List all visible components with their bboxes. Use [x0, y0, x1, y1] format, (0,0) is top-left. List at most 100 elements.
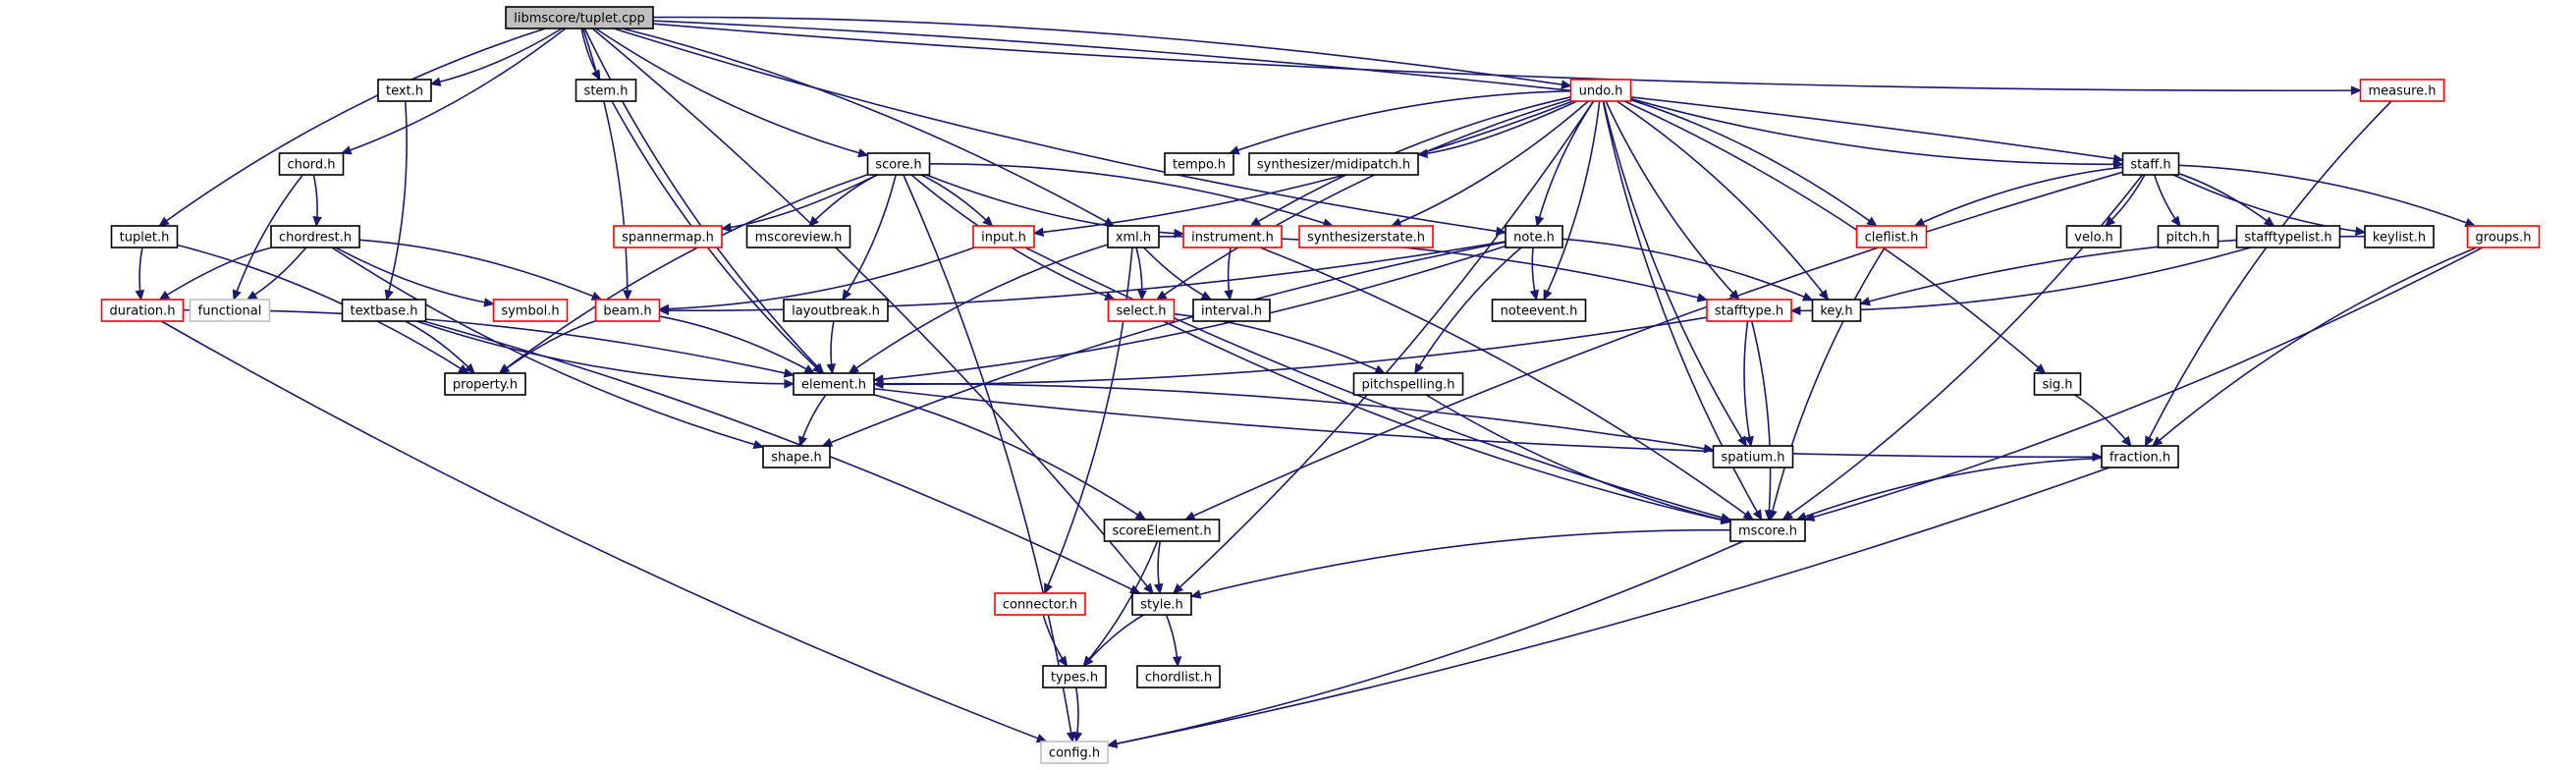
edge-instrument-h-to-mscore-h — [1259, 247, 1754, 521]
node-midipatch-h[interactable]: synthesizer/midipatch.h — [1248, 152, 1419, 176]
node-sig-h[interactable]: sig.h — [2033, 372, 2082, 396]
node-text-h[interactable]: text.h — [377, 79, 432, 102]
node-label: synthesizer/midipatch.h — [1257, 158, 1410, 173]
node-label: spatium.h — [1722, 451, 1785, 466]
node-box — [189, 299, 271, 322]
node-box — [2033, 372, 2082, 396]
edge-arrowhead — [1183, 511, 1196, 521]
node-mscoreview-h[interactable]: mscoreview.h — [745, 225, 851, 248]
node-box — [1706, 299, 1792, 322]
node-input-h[interactable]: input.h — [972, 225, 1035, 248]
node-chordrest-h[interactable]: chordrest.h — [270, 225, 360, 248]
edge-arrowhead — [1543, 289, 1553, 302]
node-style-h[interactable]: style.h — [1131, 592, 1192, 616]
node-box — [745, 225, 851, 248]
node-velo-h[interactable]: velo.h — [2065, 225, 2122, 248]
node-interval-h[interactable]: interval.h — [1192, 299, 1271, 322]
node-chordlist-h[interactable]: chordlist.h — [1136, 665, 1221, 688]
node-stem-h[interactable]: stem.h — [575, 79, 637, 102]
node-box — [1131, 592, 1192, 616]
edge-arrowhead — [1414, 362, 1424, 375]
node-box — [575, 79, 637, 102]
edge-undo-h-to-style-h — [1173, 100, 1595, 594]
node-spatium-h[interactable]: spatium.h — [1712, 445, 1794, 468]
node-box — [972, 225, 1035, 248]
edge-undo-h-to-noteevent-h — [1543, 100, 1601, 301]
node-fraction-h[interactable]: fraction.h — [2101, 445, 2179, 468]
node-box — [1712, 445, 1794, 468]
node-scoreelement-h[interactable]: scoreElement.h — [1103, 519, 1221, 542]
node-label: style.h — [1140, 598, 1183, 613]
node-key-h[interactable]: key.h — [1811, 299, 1862, 322]
node-pitchspelling-h[interactable]: pitchspelling.h — [1352, 372, 1464, 396]
edge-arrowhead — [658, 305, 670, 315]
node-groups-h[interactable]: groups.h — [2466, 225, 2541, 248]
edge-arrowhead — [232, 289, 242, 302]
node-connector-h[interactable]: connector.h — [994, 592, 1086, 616]
node-staff-h[interactable]: staff.h — [2121, 152, 2180, 176]
node-config-h[interactable]: config.h — [1040, 741, 1109, 764]
node-tempo-h[interactable]: tempo.h — [1164, 152, 1234, 176]
node-element-h[interactable]: element.h — [793, 372, 875, 396]
edge-scoreelement-h-to-types-h — [1082, 540, 1159, 667]
edge-arrowhead — [1818, 289, 1830, 301]
node-box — [994, 592, 1086, 616]
node-select-h[interactable]: select.h — [1107, 299, 1176, 322]
node-pitch-h[interactable]: pitch.h — [2157, 225, 2220, 248]
node-layoutbreak-h[interactable]: layoutbreak.h — [783, 299, 889, 322]
edge-arrowhead — [1803, 512, 1816, 522]
node-duration-h[interactable]: duration.h — [100, 299, 185, 322]
node-shape-h[interactable]: shape.h — [762, 445, 831, 468]
node-spannermap-h[interactable]: spannermap.h — [613, 225, 723, 248]
edge-input-h-to-beam-h — [659, 247, 975, 310]
edge-element-h-to-fraction-h — [873, 387, 2103, 459]
edge-style-h-to-types-h — [1083, 614, 1144, 667]
node-box — [2101, 445, 2179, 468]
edge-sig-h-to-fraction-h — [2073, 394, 2132, 447]
edge-arrowhead — [826, 362, 837, 375]
edge-mscore-h-to-config-h — [1107, 540, 1744, 746]
node-measure-h[interactable]: measure.h — [2359, 79, 2445, 102]
edge-staff-h-to-groups-h — [2178, 164, 2476, 227]
edge-arrowhead — [1154, 582, 1164, 595]
edge-staff-h-to-scoreelement-h — [1184, 171, 2123, 521]
edge-stafftype-h-to-element-h — [873, 316, 1708, 386]
node-xml-h[interactable]: xml.h — [1107, 225, 1160, 248]
edge-arrowhead — [812, 363, 824, 374]
node-beam-h[interactable]: beam.h — [594, 299, 661, 322]
edge-duration-h-to-config-h — [160, 320, 1047, 742]
node-chord-h[interactable]: chord.h — [278, 152, 345, 176]
node-stafftypelist-h[interactable]: stafftypelist.h — [2235, 225, 2341, 248]
edge-score-h-to-layoutbreak-h — [842, 174, 898, 301]
node-label: fraction.h — [2110, 451, 2170, 466]
node-instrument-h[interactable]: instrument.h — [1182, 225, 1283, 248]
node-note-h[interactable]: note.h — [1505, 225, 1563, 248]
edge-arrowhead — [1032, 227, 1044, 238]
edge-arrowhead — [498, 363, 511, 374]
node-noteevent-h[interactable]: noteevent.h — [1491, 299, 1587, 322]
node-functional[interactable]: functional — [189, 299, 271, 322]
node-cleflist-h[interactable]: cleflist.h — [1855, 225, 1928, 248]
edge-xml-h-to-interval-h — [1143, 247, 1212, 301]
edge-arrowhead — [784, 379, 795, 389]
node-stafftype-h[interactable]: stafftype.h — [1706, 299, 1792, 322]
node-textbase-h[interactable]: textbase.h — [341, 299, 427, 322]
node-box — [2466, 225, 2541, 248]
node-label: tuplet.h — [120, 231, 170, 246]
node-keylist-h[interactable]: keylist.h — [2364, 225, 2435, 248]
node-tuplet-cpp[interactable]: libmscore/tuplet.cpp — [505, 6, 654, 29]
node-mscore-h[interactable]: mscore.h — [1729, 519, 1806, 542]
edge-arrowhead — [1137, 290, 1147, 302]
node-box — [1042, 665, 1107, 688]
node-property-h[interactable]: property.h — [444, 372, 526, 396]
edge-arrowhead — [808, 215, 820, 227]
node-score-h[interactable]: score.h — [866, 152, 931, 176]
edge-arrowhead — [1249, 217, 1262, 227]
node-types-h[interactable]: types.h — [1042, 665, 1107, 688]
node-symbol-h[interactable]: symbol.h — [492, 299, 569, 322]
edge-arrowhead — [1172, 656, 1182, 668]
node-tuplet-h[interactable]: tuplet.h — [110, 225, 179, 248]
node-undo-h[interactable]: undo.h — [1569, 79, 1632, 102]
node-synthstate-h[interactable]: synthesizerstate.h — [1298, 225, 1434, 248]
edge-chordrest-h-to-duration-h — [159, 247, 273, 301]
